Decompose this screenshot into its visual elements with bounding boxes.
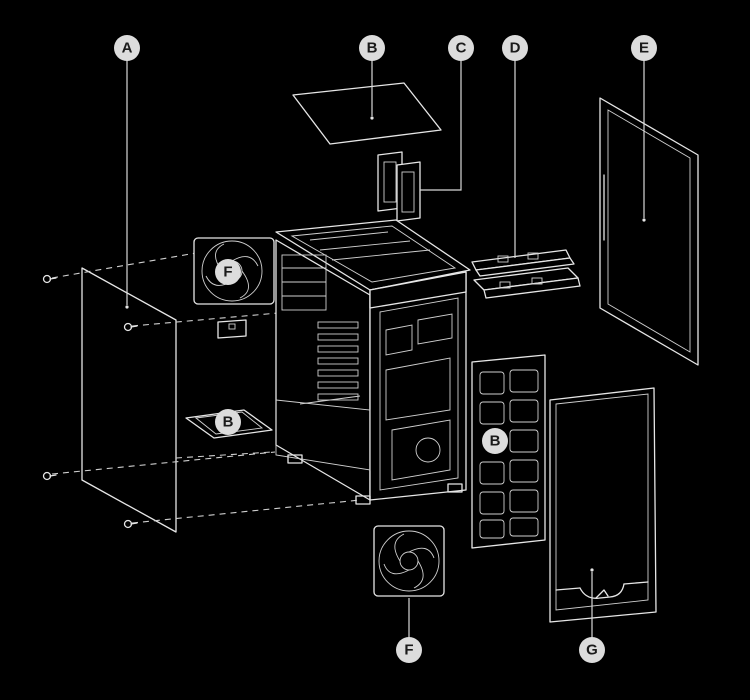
svg-text:E: E	[639, 40, 649, 57]
svg-text:C: C	[456, 40, 467, 57]
svg-text:F: F	[223, 264, 232, 281]
svg-text:D: D	[510, 40, 521, 57]
drive-sled-c	[377, 60, 462, 222]
front-panel-g	[549, 387, 657, 638]
side-panel-a	[81, 60, 177, 533]
screw-icon	[123, 519, 138, 529]
callout-e: E	[631, 35, 657, 61]
svg-text:A: A	[122, 40, 133, 57]
callout-b-left: B	[215, 409, 241, 435]
top-dust-filter-b	[292, 60, 442, 145]
front-fan-f	[373, 525, 445, 638]
ssd-bracket	[217, 319, 247, 339]
callout-c: C	[448, 35, 474, 61]
callout-g: G	[579, 637, 605, 663]
svg-text:F: F	[404, 642, 413, 659]
callout-b-top: B	[359, 35, 385, 61]
callout-d: D	[502, 35, 528, 61]
callout-a: A	[114, 35, 140, 61]
side-panel-e	[599, 60, 699, 366]
corsair-logo-icon	[595, 589, 609, 599]
callout-f-bottom: F	[396, 637, 422, 663]
screw-icon	[42, 274, 57, 284]
screw-icon	[123, 322, 138, 332]
drive-tray-d	[471, 60, 581, 299]
filter-grid	[479, 369, 539, 539]
callout-f-top: F	[215, 259, 241, 285]
callout-b-right: B	[482, 428, 508, 454]
svg-text:G: G	[586, 642, 598, 659]
svg-text:B: B	[367, 40, 378, 57]
front-dust-filter-b	[471, 354, 546, 549]
screw-icon	[42, 471, 57, 481]
panel-screws	[42, 252, 361, 529]
svg-text:B: B	[223, 414, 234, 431]
case-chassis	[275, 219, 471, 505]
svg-text:B: B	[490, 433, 501, 450]
